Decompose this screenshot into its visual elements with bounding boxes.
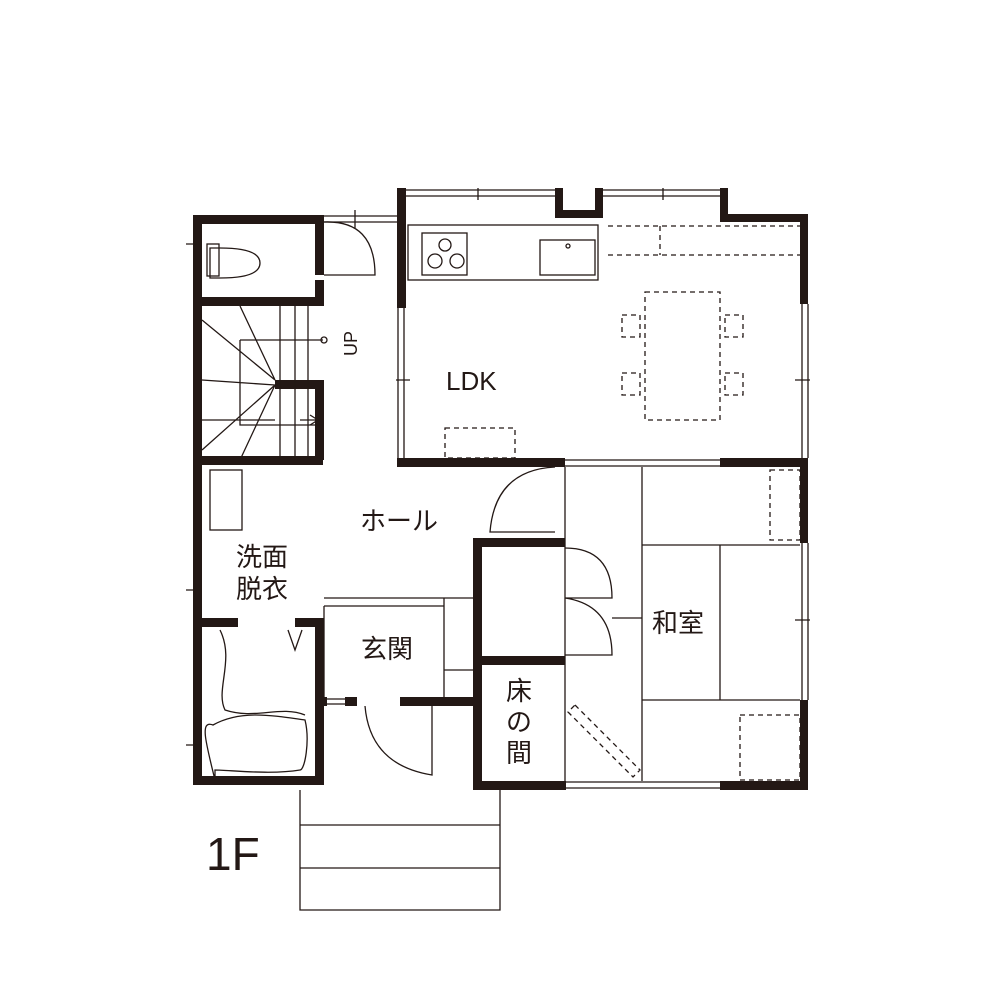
room-label-washroom-2: 脱衣 [236,574,288,604]
room-label-tokonoma-3: 間 [506,738,532,768]
entrance-door [364,705,433,776]
room-label-hall: ホール [360,506,438,536]
toilet-door [323,221,376,276]
walls [193,188,808,790]
room-label-tokonoma-1: 床 [506,676,532,706]
floor-label: 1F [206,828,260,880]
room-label-washroom-1: 洗面 [236,542,288,572]
room-label-washitsu: 和室 [652,608,704,638]
stairs-up-label: UP [341,331,361,356]
stove-icon [421,232,468,276]
closet-doors [564,547,613,656]
kitchen-counter [407,224,599,281]
hall-door [489,466,556,533]
room-label-ldk: LDK [446,366,497,396]
dining-table [644,291,721,421]
washbasin-icon [209,469,243,531]
entry-steps [299,790,501,911]
sink-icon [539,239,596,276]
room-label-entrance: 玄関 [361,634,413,664]
stairs [201,305,328,461]
windows [186,188,810,789]
fixtures [204,221,800,911]
toilet-icon [209,247,261,279]
room-label-tokonoma-2: の [506,707,532,737]
furniture [444,225,801,781]
bathtub-icon [204,714,308,781]
